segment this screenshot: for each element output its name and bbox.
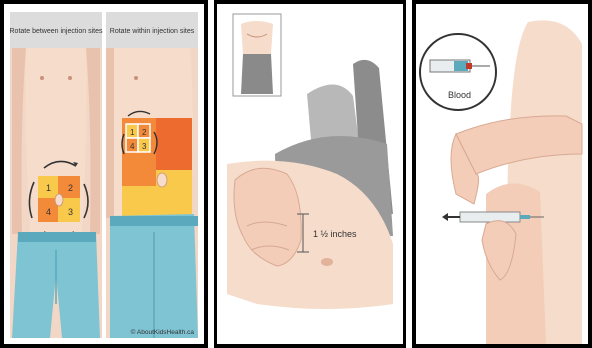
left-grid-4: 3 [68,207,73,217]
syringe-panel: Blood [412,0,592,348]
position-inset [233,14,281,96]
blood-label: Blood [448,90,471,100]
left-header-title: Rotate between injection sites [10,28,103,35]
right-grid-4: 3 [142,142,147,151]
injection-rotation-panel: Rotate between injection sites 1 2 4 3 [0,0,208,348]
rotate-between-sites-figure: Rotate between injection sites 1 2 4 3 [10,12,103,338]
pinch-skin-panel: 1 ½ inches [214,0,406,348]
left-grid-1: 1 [46,183,51,193]
rotate-within-sites-figure: Rotate within injection sites 1 2 4 3 [106,12,198,338]
measure-label: 1 ½ inches [313,229,357,239]
right-header-title: Rotate within injection sites [110,28,195,35]
left-grid-2: 2 [68,183,73,193]
right-grid-3: 4 [130,142,135,151]
blood-inset: Blood [420,34,496,110]
pinch-skin-illustration: 1 ½ inches [217,4,403,344]
right-grid-2: 2 [142,128,147,137]
right-grid-1: 1 [130,128,135,137]
injection-rotation-illustration: Rotate between injection sites 1 2 4 3 [4,4,204,344]
left-grid-3: 4 [46,207,51,217]
syringe-illustration: Blood [416,4,588,344]
credit-text: © AboutKidsHealth.ca [131,328,195,336]
